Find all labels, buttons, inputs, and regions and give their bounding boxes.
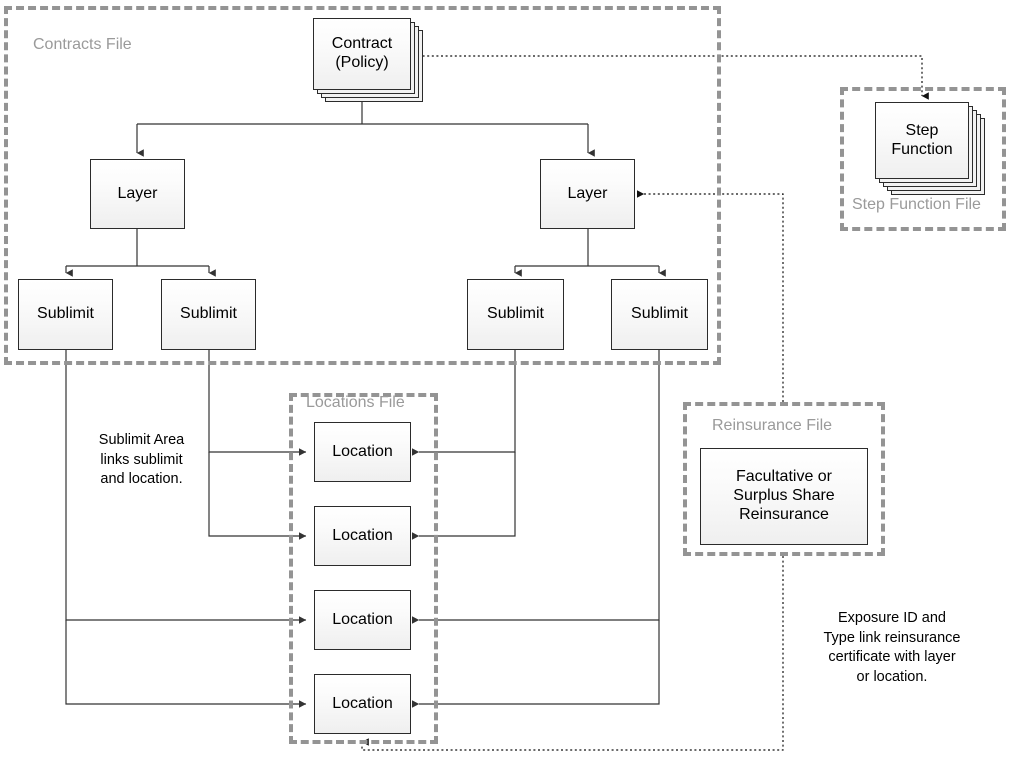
node-reinsurance[interactable]: Facultative or Surplus Share Reinsurance	[700, 448, 868, 545]
connector-sublimit-3-to-location-2	[412, 452, 516, 540]
connector-sublimit-2-to-location-2	[208, 452, 307, 540]
group-label-reinsurance-file: Reinsurance File	[712, 417, 833, 434]
group-contracts-file	[4, 6, 721, 365]
connector-sublimit-4-to-location-3	[412, 350, 660, 624]
note-exposure-id: Exposure ID and Type link reinsurance ce…	[823, 610, 961, 685]
group-label-contracts-file: Contracts File	[33, 36, 132, 53]
node-sublimit-3[interactable]: Sublimit	[467, 279, 564, 350]
node-sublimit-4[interactable]: Sublimit	[611, 279, 708, 350]
node-layer-left[interactable]: Layer	[90, 159, 185, 229]
group-step-function-file	[840, 87, 1006, 231]
node-location-4[interactable]: Location	[314, 674, 411, 734]
note-sublimit-area: Sublimit Area links sublimit and locatio…	[98, 432, 185, 488]
group-label-step-function-file: Step Function File	[852, 196, 981, 213]
connector-contract-to-step-function	[418, 55, 929, 100]
connector-sublimit-4-to-location-4	[412, 620, 660, 708]
connector-reinsurance-to-layer-right	[637, 190, 784, 402]
node-sublimit-1[interactable]: Sublimit	[18, 279, 113, 350]
group-reinsurance-file	[683, 402, 885, 556]
connector-sublimit-1-to-location-4	[65, 620, 307, 708]
node-location-1[interactable]: Location	[314, 422, 411, 482]
node-step-function[interactable]: Step Function	[875, 102, 969, 179]
node-sublimit-2[interactable]: Sublimit	[161, 279, 256, 350]
connector-reinsurance-to-location-4	[361, 556, 784, 751]
node-contract-policy[interactable]: Contract (Policy)	[313, 18, 411, 90]
node-location-2[interactable]: Location	[314, 506, 411, 566]
group-label-locations-file: Locations File	[306, 394, 405, 411]
node-layer-right[interactable]: Layer	[540, 159, 635, 229]
node-location-3[interactable]: Location	[314, 590, 411, 650]
